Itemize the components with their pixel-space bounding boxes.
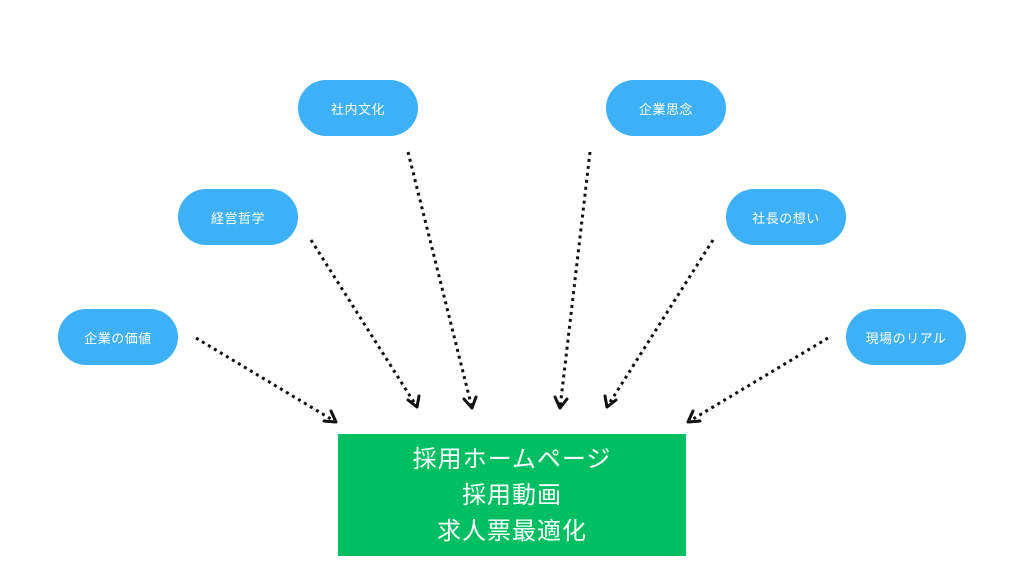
arrow-shanai-bunka: [406, 151, 474, 409]
arrow-keiei-tetsugaku: [309, 239, 419, 408]
node-genba-real: 現場のリアル: [846, 309, 966, 365]
arrow-genba-real: [687, 336, 829, 424]
arrowhead-kigyo-rinen: [553, 395, 569, 410]
target-line-homepage: 採用ホームページ: [412, 445, 612, 473]
target-box: 採用ホームページ 採用動画 求人票最適化: [338, 434, 686, 556]
node-label: 現場のリアル: [865, 331, 947, 347]
arrow-kigyo-rinen: [558, 151, 592, 409]
node-shacho-omoi: 社長の想い: [726, 189, 846, 245]
arrowhead-genba-real: [686, 409, 702, 424]
node-label: 社内文化: [330, 102, 385, 118]
node-keiei-tetsugaku: 経営哲学: [178, 189, 298, 245]
node-label: 企業思念: [638, 102, 693, 118]
target-line-video: 採用動画: [462, 481, 562, 509]
arrowhead-kigyo-kachi: [322, 409, 338, 424]
arrow-kigyo-kachi: [195, 336, 337, 424]
arrowhead-shanai-bunka: [462, 395, 478, 410]
node-shanai-bunka: 社内文化: [298, 80, 418, 136]
arrowhead-shacho-omoi: [603, 394, 618, 409]
node-label: 経営哲学: [210, 211, 265, 227]
node-label: 社長の想い: [752, 211, 820, 227]
node-label: 企業の価値: [84, 331, 152, 347]
arrow-shacho-omoi: [605, 239, 715, 408]
node-kigyo-kachi: 企業の価値: [58, 309, 178, 365]
target-line-job-posting: 求人票最適化: [437, 517, 587, 545]
node-kigyo-rinen: 企業思念: [606, 80, 726, 136]
arrowhead-keiei-tetsugaku: [406, 394, 421, 409]
